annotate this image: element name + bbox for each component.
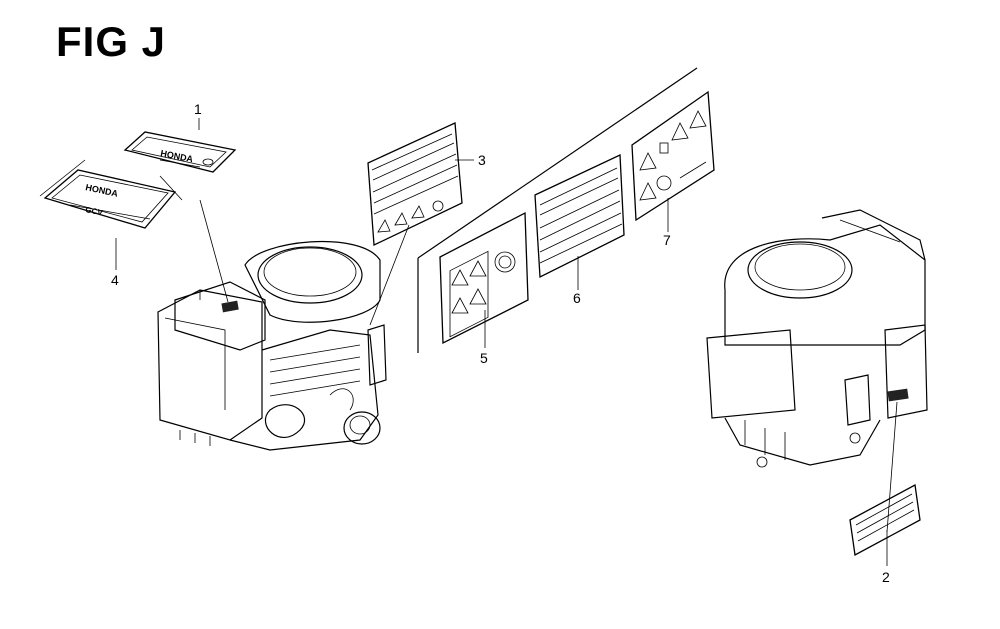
callout-4: 4	[111, 272, 119, 288]
label-4-honda-emblem: HONDA GCV	[39, 159, 183, 229]
left-engine	[157, 240, 387, 451]
label-4-emblem-model: GCV	[85, 205, 104, 218]
callout-2: 2	[882, 569, 890, 585]
leader-lines	[115, 118, 898, 566]
callout-3: 3	[478, 152, 486, 168]
label-6-warning-label	[534, 153, 625, 279]
label-3-warning-label	[367, 122, 463, 246]
label-7-safety-label	[631, 90, 715, 222]
callout-5: 5	[480, 350, 488, 366]
label-group-frame	[417, 67, 698, 353]
callout-1: 1	[194, 101, 202, 117]
figure-title: FIG J	[56, 18, 167, 65]
label-2-id-label	[849, 483, 921, 557]
label-5-safety-label	[439, 211, 529, 345]
callout-6: 6	[573, 290, 581, 306]
callout-7: 7	[663, 232, 671, 248]
right-engine	[706, 209, 928, 468]
label-1-honda-emblem: HONDA	[123, 131, 237, 173]
